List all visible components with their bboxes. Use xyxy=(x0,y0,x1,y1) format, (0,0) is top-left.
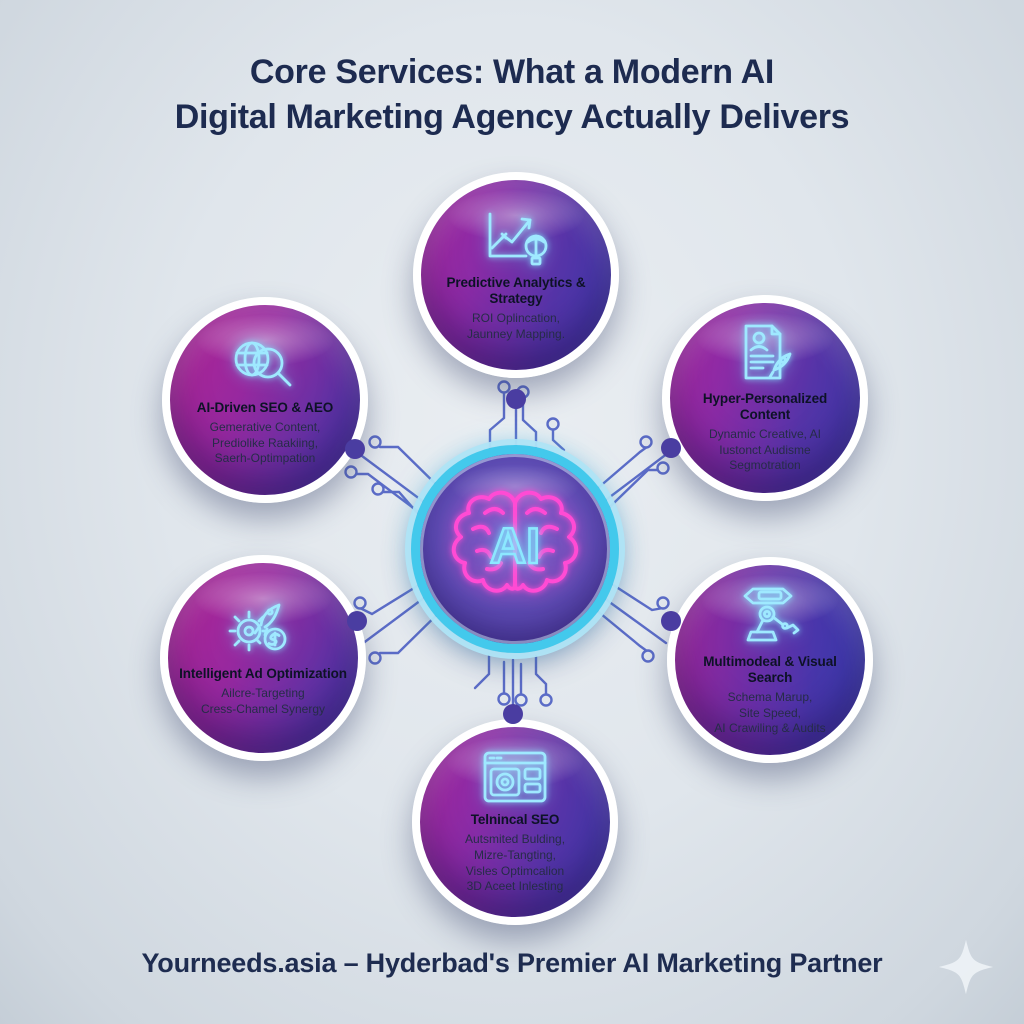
service-subtitle-line: Ailcre-Targeting xyxy=(221,686,305,700)
footer-tagline: Yourneeds.asia – Hyderbad's Premier AI M… xyxy=(141,948,883,978)
service-title: Intelligent Ad Optimization xyxy=(179,665,347,681)
service-subtitle: Ailcre-Targeting Cress-Chamel Synergy xyxy=(201,686,325,717)
service-subtitle-line: 3D Aceet Inlesting xyxy=(466,879,564,894)
service-subtitle: Autsmited Bulding, Mizre-Tangting, Visle… xyxy=(465,832,565,894)
gear-rocket-dollar-icon xyxy=(228,603,287,652)
robot-arm-icon xyxy=(743,587,800,642)
service-title: Telnincal SEO xyxy=(470,812,560,828)
service-node-intelligent-ad-optimization: Intelligent Ad Optimization Ailcre-Targe… xyxy=(160,555,366,761)
service-title: AI-Driven SEO & AEO xyxy=(196,400,334,416)
service-node-predictive-analytics: Predictive Analytics & Strategy ROI Opli… xyxy=(413,172,619,378)
browser-lens-icon xyxy=(483,751,547,803)
service-subtitle-line: Site Speed, xyxy=(738,705,802,720)
service-subtitle-line: Dynamic Creative, AI xyxy=(708,427,822,442)
service-subtitle-line: Jaunney Mapping. xyxy=(466,326,566,341)
service-subtitle-line: Iustonct Audisme xyxy=(719,442,811,457)
service-subtitle: Schema Marup, Site Speed, AI Crawiling &… xyxy=(714,690,825,737)
service-subtitle-line: AI Crawiling & Audits xyxy=(714,721,826,736)
page-title: Core Services: What a Modern AI Digital … xyxy=(0,50,1024,140)
page-title-line1: Core Services: What a Modern AI xyxy=(249,53,775,91)
service-subtitle: ROI Oplincation, Jaunney Mapping. xyxy=(467,311,565,342)
service-node-technical-seo: Telnincal SEO Autsmited Bulding, Mizre-T… xyxy=(412,719,618,925)
growth-chart-balloon-icon xyxy=(488,212,548,266)
service-title: Multimodeal & Visual Search xyxy=(703,653,837,686)
service-node-hyper-personalized-content: Hyper-Personalized Content Dynamic Creat… xyxy=(662,295,868,501)
service-subtitle: Gemerative Content, Prediolike Raakiing,… xyxy=(210,420,321,467)
service-title: Hyper-Personalized Content xyxy=(702,390,828,423)
center-ai-label: AI xyxy=(490,518,540,574)
page-title-line2: Digital Marketing Agency Actually Delive… xyxy=(174,97,850,136)
service-subtitle-line: Visles Optimcalion xyxy=(465,863,565,878)
service-subtitle-line: Segmotration xyxy=(729,458,801,473)
service-subtitle-line: Saerh-Optimpation xyxy=(214,451,316,466)
service-subtitle-line: Prediolike Raakiing, xyxy=(211,435,319,450)
service-subtitle-line: Gemerative Content, xyxy=(209,420,321,435)
service-subtitle-line: Autsmited Bulding, xyxy=(464,832,566,847)
service-node-ai-driven-seo: AI-Driven SEO & AEO Gemerative Content, … xyxy=(162,297,368,503)
document-rocket-icon xyxy=(744,324,792,380)
service-subtitle-line: Mizre-Tangting, xyxy=(473,848,557,862)
service-subtitle-line: ROI Oplincation, xyxy=(471,311,561,326)
service-subtitle-line: Schema Marup, xyxy=(727,690,813,705)
service-node-multimodal-visual-search: Multimodeal & Visual Search Schema Marup… xyxy=(667,557,873,763)
neon-brain-icon: AI xyxy=(451,490,579,593)
globe-magnifier-icon xyxy=(234,341,292,387)
sparkle-icon xyxy=(938,939,994,995)
service-title: Predictive Analytics & Strategy xyxy=(446,274,586,306)
service-subtitle-line: Cress-Chamel Synergy xyxy=(200,701,326,716)
service-subtitle: Dynamic Creative, AI Iustonct Audisme Se… xyxy=(709,427,821,474)
central-ai-badge: AI xyxy=(411,445,619,653)
